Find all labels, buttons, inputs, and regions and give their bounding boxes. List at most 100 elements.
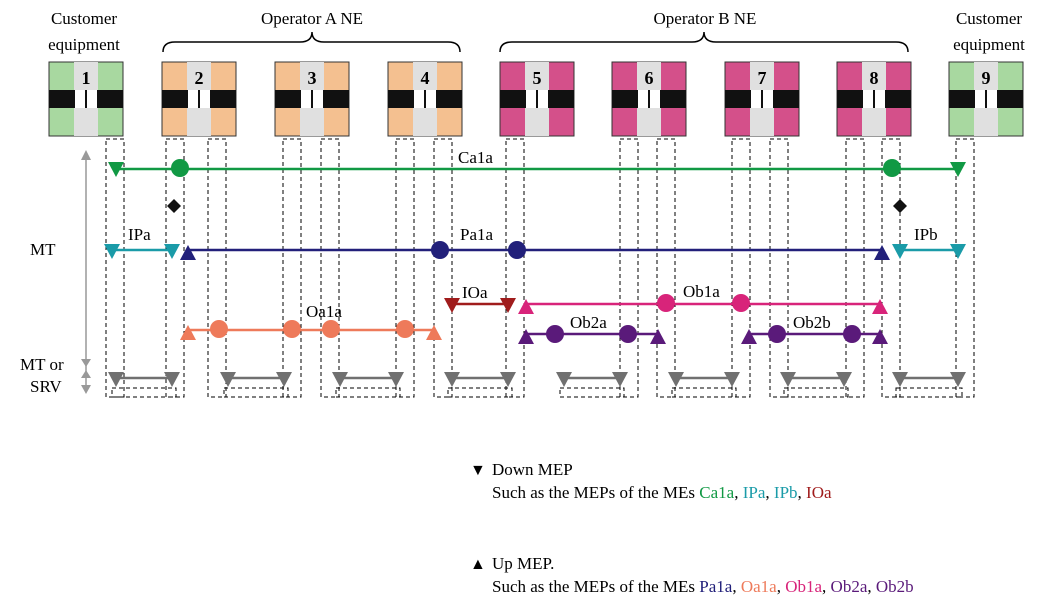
up-mep-description: Such as the MEPs of the MEs Pa1a, Oa1a, … xyxy=(470,576,914,598)
legend-me-name: Ca1a xyxy=(699,483,735,502)
legend-me-name: IOa xyxy=(806,483,832,502)
srv-layer xyxy=(108,372,966,398)
down-mep-icon xyxy=(444,298,460,313)
down-mep-description: Such as the MEPs of the MEs Ca1a, IPa, I… xyxy=(470,482,832,504)
down-mep-icon xyxy=(332,372,348,387)
port-outline xyxy=(165,138,185,398)
port-outline xyxy=(881,138,901,398)
down-mep-icon xyxy=(668,372,684,387)
oa1a-label: Oa1a xyxy=(306,302,342,321)
mip-icon xyxy=(732,294,750,312)
down-mep-icon xyxy=(108,162,124,177)
down-mep-icon xyxy=(104,244,120,259)
legend-me-name: IPb xyxy=(773,483,798,502)
operator-a-label: Operator A NE xyxy=(261,9,363,28)
operator-a-brace xyxy=(162,31,461,53)
down-mep-icon xyxy=(164,244,180,259)
me-ipb xyxy=(892,244,966,259)
node-5: 5 xyxy=(499,61,575,137)
customer-right-label-line2: equipment xyxy=(953,35,1025,54)
mip-icon xyxy=(883,159,901,177)
srv-segment xyxy=(220,372,292,398)
srv-segment xyxy=(556,372,628,398)
node-number: 5 xyxy=(533,68,542,88)
operator-b-label: Operator B NE xyxy=(654,9,757,28)
node-1: 1 xyxy=(48,61,124,137)
up-mep-icon xyxy=(650,329,666,344)
down-mep-icon xyxy=(164,372,180,387)
down-mep-icon xyxy=(950,244,966,259)
node-number: 4 xyxy=(421,68,430,88)
up-mep-items: Pa1a, Oa1a, Ob1a, Ob2a, Ob2b xyxy=(699,577,914,596)
down-mep-title: Down MEP xyxy=(492,460,573,479)
srv-segment xyxy=(892,372,966,398)
port-outline xyxy=(731,138,751,398)
down-mep-icon xyxy=(612,372,628,387)
legend-me-name: Oa1a xyxy=(740,577,777,596)
down-mep-icon xyxy=(724,372,740,387)
mip-icon xyxy=(657,294,675,312)
up-mep-legend-icon: ▲ xyxy=(470,556,486,573)
down-mep-icon xyxy=(556,372,572,387)
node-number: 1 xyxy=(82,68,91,88)
me-ob2b xyxy=(741,325,888,344)
down-mep-icon xyxy=(950,162,966,177)
ca1a-label: Ca1a xyxy=(458,148,493,167)
me-ca1a xyxy=(108,159,966,177)
ioa-label: IOa xyxy=(462,283,488,302)
me-ob1a xyxy=(518,294,888,314)
up-mep-icon xyxy=(741,329,757,344)
srv-label: SRV xyxy=(30,377,62,396)
me-ob2a xyxy=(518,325,666,344)
node-number: 3 xyxy=(308,68,317,88)
me-ioa xyxy=(444,298,516,313)
down-mep-icon xyxy=(444,372,460,387)
node-8: 8 xyxy=(836,61,912,137)
up-mep-prefix: Such as the MEPs of the MEs xyxy=(492,577,700,596)
up-mep-icon xyxy=(426,325,442,340)
node-4: 4 xyxy=(387,61,463,137)
pa1a-label: Pa1a xyxy=(460,225,494,244)
down-mep-icon xyxy=(780,372,796,387)
down-mep-items: Ca1a, IPa, IPb, IOa xyxy=(699,483,832,502)
node-number: 9 xyxy=(982,68,991,88)
port-outline xyxy=(656,138,676,398)
legend-me-name: Ob1a xyxy=(785,577,823,596)
mip-icon xyxy=(619,325,637,343)
level-arrows xyxy=(81,150,91,394)
legend-up-mep: ▲Up MEP. Such as the MEPs of the MEs Pa1… xyxy=(470,553,914,598)
node-number: 2 xyxy=(195,68,204,88)
legend-me-name: Ob2a xyxy=(830,577,868,596)
node-7: 7 xyxy=(724,61,800,137)
port-outline xyxy=(207,138,227,398)
node-2: 2 xyxy=(161,61,237,137)
port-outline xyxy=(619,138,639,398)
mip-icon xyxy=(431,241,449,259)
down-mep-icon xyxy=(388,372,404,387)
down-mep-icon xyxy=(836,372,852,387)
port-outline xyxy=(845,138,865,398)
port-outline xyxy=(769,138,789,398)
mip-icon xyxy=(171,159,189,177)
down-mep-icon xyxy=(276,372,292,387)
down-mep-icon xyxy=(500,372,516,387)
port-outline xyxy=(320,138,340,398)
customer-left-label-line2: equipment xyxy=(48,35,120,54)
mt-or-label: MT or xyxy=(20,355,64,374)
me-pa1a xyxy=(180,241,890,260)
up-mep-icon xyxy=(518,299,534,314)
customer-left-label-line1: Customer xyxy=(51,9,117,28)
ob1a-label: Ob1a xyxy=(683,282,720,301)
dashed-ports-layer xyxy=(105,138,975,398)
srv-segment xyxy=(668,372,740,398)
mip-icon xyxy=(283,320,301,338)
legend-me-name: Ob2b xyxy=(875,577,914,596)
mip-icon xyxy=(546,325,564,343)
mip-icon xyxy=(768,325,786,343)
port-outline xyxy=(505,138,525,398)
mt-label: MT xyxy=(30,240,56,259)
down-mep-icon xyxy=(892,244,908,259)
node-9: 9 xyxy=(948,61,1024,137)
